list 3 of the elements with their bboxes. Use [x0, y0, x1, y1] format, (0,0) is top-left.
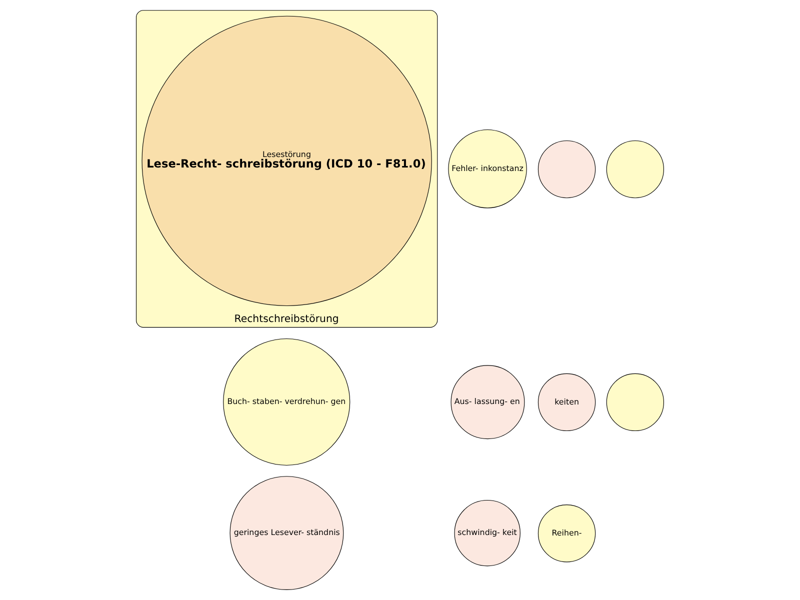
node-circle: [538, 140, 596, 198]
node-circle: [606, 373, 664, 432]
node-circle: [606, 140, 664, 198]
